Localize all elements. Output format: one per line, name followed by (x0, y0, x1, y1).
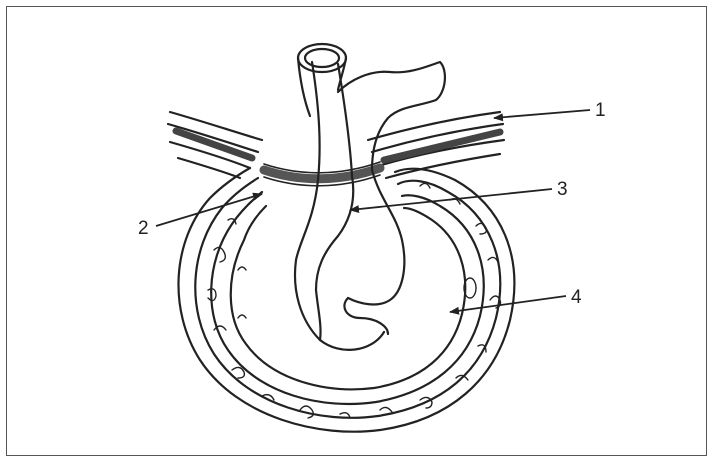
label-2: 2 (138, 218, 149, 239)
arrow-1 (494, 110, 590, 118)
abdominal-wall-right (368, 112, 504, 178)
arrow-4 (450, 296, 566, 312)
label-3: 3 (557, 179, 568, 200)
label-1: 1 (595, 100, 606, 121)
label-4: 4 (571, 287, 582, 308)
